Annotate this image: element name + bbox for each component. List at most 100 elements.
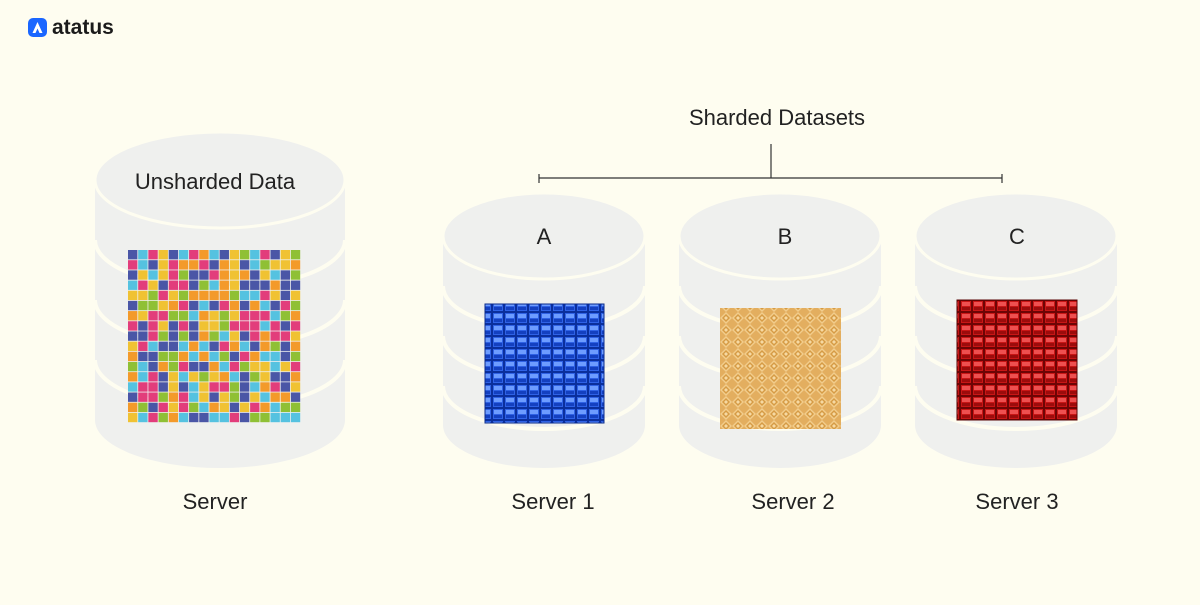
mosaic-tile: [158, 280, 168, 290]
mosaic-tile: [260, 260, 270, 270]
mosaic-tile: [250, 311, 260, 321]
mosaic-tile: [219, 300, 229, 311]
mosaic-tile: [239, 341, 250, 351]
mosaic-tile: [270, 270, 280, 280]
mosaic-tile: [189, 250, 199, 260]
mosaic-tile: [128, 311, 138, 321]
mosaic-tile: [219, 290, 229, 301]
mosaic-tile: [290, 392, 301, 402]
mosaic-tile: [209, 402, 219, 413]
mosaic-tile: [260, 412, 270, 423]
mosaic-tile: [199, 402, 209, 413]
mosaic-tile: [270, 392, 280, 402]
mosaic-tile: [128, 402, 138, 413]
mosaic-tile: [229, 270, 240, 280]
mosaic-tile: [189, 260, 199, 270]
mosaic-tile: [270, 351, 280, 362]
mosaic-tile: [280, 260, 291, 270]
mosaic-tile: [270, 260, 280, 270]
mosaic-tile: [158, 250, 168, 260]
mosaic-tile: [158, 341, 168, 351]
mosaic-tile: [158, 260, 168, 270]
mosaic-tile: [290, 311, 301, 321]
mosaic-tile: [290, 412, 301, 423]
mosaic-tile: [199, 341, 209, 351]
mosaic-tile: [138, 392, 148, 402]
mosaic-tile: [229, 402, 240, 413]
server-1-caption: Server 1: [511, 489, 594, 514]
mosaic-tile: [290, 300, 301, 311]
mosaic-tile: [178, 270, 189, 280]
mosaic-tile: [209, 351, 219, 362]
mosaic-tile: [229, 331, 240, 341]
mosaic-tile: [260, 270, 270, 280]
mosaic-tile: [209, 331, 219, 341]
mosaic-tile: [158, 361, 168, 372]
mosaic-tile: [260, 331, 270, 341]
mosaic-tile: [168, 382, 179, 392]
mosaic-tile: [290, 341, 301, 351]
mosaic-tile: [219, 412, 229, 423]
mosaic-tile: [239, 311, 250, 321]
mosaic-tile: [250, 341, 260, 351]
mosaic-tile: [148, 402, 158, 413]
mosaic-tile: [128, 280, 138, 290]
mosaic-tile: [128, 372, 138, 382]
mosaic-tile: [189, 361, 199, 372]
mosaic-tile: [219, 351, 229, 362]
mosaic-tile: [250, 250, 260, 260]
mosaic-tile: [209, 300, 219, 311]
mosaic-tile: [148, 311, 158, 321]
mosaic-tile: [219, 382, 229, 392]
mosaic-tile: [229, 412, 240, 423]
mosaic-tile: [199, 321, 209, 331]
mosaic-tile: [189, 270, 199, 280]
mosaic-tile: [158, 392, 168, 402]
mosaic-tile: [138, 351, 148, 362]
mosaic-tile: [229, 290, 240, 301]
mosaic-tile: [209, 382, 219, 392]
mosaic-tile: [239, 331, 250, 341]
mosaic-tile: [158, 321, 168, 331]
mosaic-tile: [250, 402, 260, 413]
server-2-caption: Server 2: [751, 489, 834, 514]
mosaic-tile: [199, 372, 209, 382]
mosaic-tile: [158, 290, 168, 301]
mosaic-tile: [219, 372, 229, 382]
mosaic-tile: [128, 260, 138, 270]
mosaic-tile: [260, 321, 270, 331]
mosaic-tile: [148, 250, 158, 260]
atatus-logo[interactable]: atatus: [28, 16, 114, 39]
mosaic-tile: [128, 361, 138, 372]
mosaic-tile: [178, 250, 189, 260]
mosaic-tile: [270, 280, 280, 290]
mosaic-tile: [270, 402, 280, 413]
mosaic-tile: [280, 280, 291, 290]
mosaic-tile: [128, 331, 138, 341]
mosaic-tile: [158, 402, 168, 413]
mosaic-tile: [199, 290, 209, 301]
mosaic-tile: [148, 290, 158, 301]
mosaic-tile: [199, 382, 209, 392]
mosaic-tile: [229, 351, 240, 362]
mosaic-tile: [178, 311, 189, 321]
mosaic-tile: [168, 321, 179, 331]
mosaic-tile: [239, 290, 250, 301]
mosaic-tile: [168, 300, 179, 311]
mosaic-tile: [148, 361, 158, 372]
mosaic-tile: [239, 361, 250, 372]
mosaic-tile: [219, 392, 229, 402]
mosaic-tile: [148, 341, 158, 351]
mosaic-tile: [168, 311, 179, 321]
mosaic-tile: [270, 372, 280, 382]
mosaic-tile: [260, 341, 270, 351]
mosaic-tile: [209, 290, 219, 301]
mosaic-tile: [290, 290, 301, 301]
mosaic-tile: [168, 260, 179, 270]
mosaic-tile: [178, 321, 189, 331]
mosaic-tile: [280, 382, 291, 392]
mosaic-tile: [229, 280, 240, 290]
mosaic-tile: [239, 402, 250, 413]
mosaic-tile: [270, 290, 280, 301]
mosaic-tile: [250, 270, 260, 280]
